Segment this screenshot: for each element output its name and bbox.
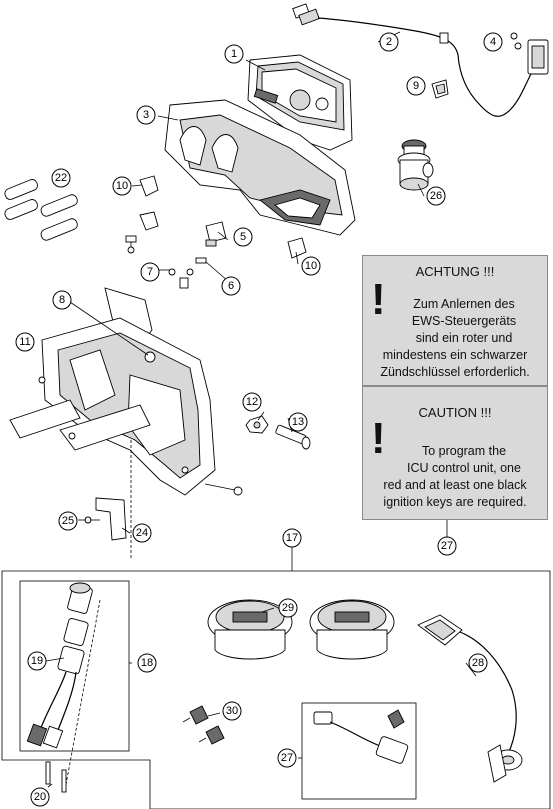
- svg-text:10: 10: [305, 260, 317, 272]
- instrument-cluster: [247, 54, 353, 151]
- svg-text:19: 19: [31, 655, 43, 667]
- callout-10a: 10: [112, 176, 132, 196]
- callout-5: 5: [233, 227, 253, 247]
- callout-22: 22: [51, 168, 71, 188]
- callout-28: 28: [468, 653, 488, 673]
- callout-29: 29: [278, 598, 298, 618]
- bolt-13: [275, 424, 311, 450]
- svg-text:8: 8: [59, 294, 65, 306]
- callout-24: 24: [132, 523, 152, 543]
- notice-english-line-1: To program the: [421, 444, 507, 458]
- svg-text:3: 3: [143, 109, 149, 121]
- wiring-harness: [292, 3, 549, 117]
- svg-text:12: 12: [246, 396, 258, 408]
- bracket-frame: [9, 287, 243, 496]
- notice-english-line-4: ignition keys are required.: [383, 495, 527, 509]
- svg-text:13: 13: [292, 416, 304, 428]
- callout-18: 18: [137, 653, 157, 673]
- bracket-24: [84, 497, 127, 541]
- callout-20: 20: [30, 787, 50, 807]
- ignition-lock-box: [19, 580, 130, 752]
- callout-8: 8: [52, 290, 72, 310]
- svg-text:26: 26: [430, 190, 442, 202]
- callout-6: 6: [221, 276, 241, 296]
- rubber-mounts: [125, 175, 307, 289]
- svg-text:20: 20: [34, 791, 46, 803]
- svg-text:24: 24: [136, 527, 148, 539]
- power-socket: [397, 139, 434, 191]
- svg-text:28: 28: [472, 657, 484, 669]
- keys: [182, 705, 225, 745]
- notice-english-line-3: red and at least one black: [383, 478, 527, 492]
- svg-text:27: 27: [281, 752, 293, 764]
- svg-text:1: 1: [231, 48, 237, 60]
- callout-26: 26: [426, 186, 446, 206]
- notice-english-text: To program the ICU control unit, one red…: [365, 443, 545, 511]
- svg-text:5: 5: [240, 231, 246, 243]
- callout-30: 30: [222, 701, 242, 721]
- callout-3: 3: [136, 105, 156, 125]
- nut-12: [245, 415, 269, 434]
- svg-text:9: 9: [413, 80, 419, 92]
- screws-20: [45, 761, 67, 793]
- callout-2: 2: [379, 32, 399, 52]
- headlight-mask: [164, 99, 356, 236]
- svg-text:25: 25: [62, 515, 74, 527]
- notice-german-line-3: sind ein roter und: [415, 331, 513, 345]
- tank-cap-right: [309, 599, 395, 660]
- cable-clip: [431, 79, 449, 99]
- notice-german: ACHTUNG !!! ! Zum Anlernen des EWS-Steue…: [362, 255, 548, 386]
- notice-german-line-4: mindestens ein schwarzer: [382, 348, 528, 362]
- ignition-lock: [26, 582, 101, 791]
- svg-text:17: 17: [286, 532, 298, 544]
- callout-1: 1: [224, 44, 244, 64]
- svg-text:22: 22: [55, 172, 67, 184]
- callout-11: 11: [15, 332, 35, 352]
- key-chip: [313, 709, 409, 764]
- callout-13: 13: [288, 412, 308, 432]
- callout-17: 17: [282, 528, 302, 548]
- notice-german-line-5: Zündschlüssel erforderlich.: [380, 365, 530, 379]
- callout-27b: 27: [277, 748, 297, 768]
- svg-text:29: 29: [282, 602, 294, 614]
- notice-german-line-1: Zum Anlernen des: [413, 297, 515, 311]
- notice-english-line-2: ICU control unit, one: [407, 461, 521, 475]
- warning-exclamation-icon: !: [371, 275, 386, 324]
- callout-12: 12: [242, 392, 262, 412]
- svg-text:10: 10: [116, 180, 128, 192]
- protective-sleeves: [4, 179, 78, 241]
- svg-text:7: 7: [147, 266, 153, 278]
- key-chip-box: [301, 702, 417, 800]
- svg-text:30: 30: [226, 705, 238, 717]
- callout-7: 7: [140, 262, 160, 282]
- tank-cap-left: [207, 599, 293, 660]
- svg-text:6: 6: [228, 280, 234, 292]
- callout-9: 9: [406, 76, 426, 96]
- notice-english-title: CAUTION !!!: [418, 405, 492, 420]
- callout-27a: 27: [437, 536, 457, 556]
- svg-text:4: 4: [490, 36, 496, 48]
- svg-text:11: 11: [19, 336, 30, 348]
- warning-exclamation-icon: !: [371, 414, 386, 463]
- antenna-unit: [417, 614, 523, 783]
- callout-19: 19: [27, 651, 47, 671]
- callout-4: 4: [483, 32, 503, 52]
- leader-lines: [45, 31, 477, 788]
- svg-text:18: 18: [141, 657, 153, 669]
- kit-outline: [1, 570, 551, 809]
- screws-4: [510, 32, 522, 50]
- svg-text:2: 2: [386, 36, 392, 48]
- notice-german-title: ACHTUNG !!!: [415, 264, 495, 279]
- notice-german-text: Zum Anlernen des EWS-Steuergeräts sind e…: [365, 296, 545, 381]
- notice-german-line-2: EWS-Steuergeräts: [411, 314, 517, 328]
- svg-text:27: 27: [441, 540, 453, 552]
- notice-english: CAUTION !!! ! To program the ICU control…: [362, 386, 548, 520]
- callout-25: 25: [58, 511, 78, 531]
- callout-10b: 10: [301, 256, 321, 276]
